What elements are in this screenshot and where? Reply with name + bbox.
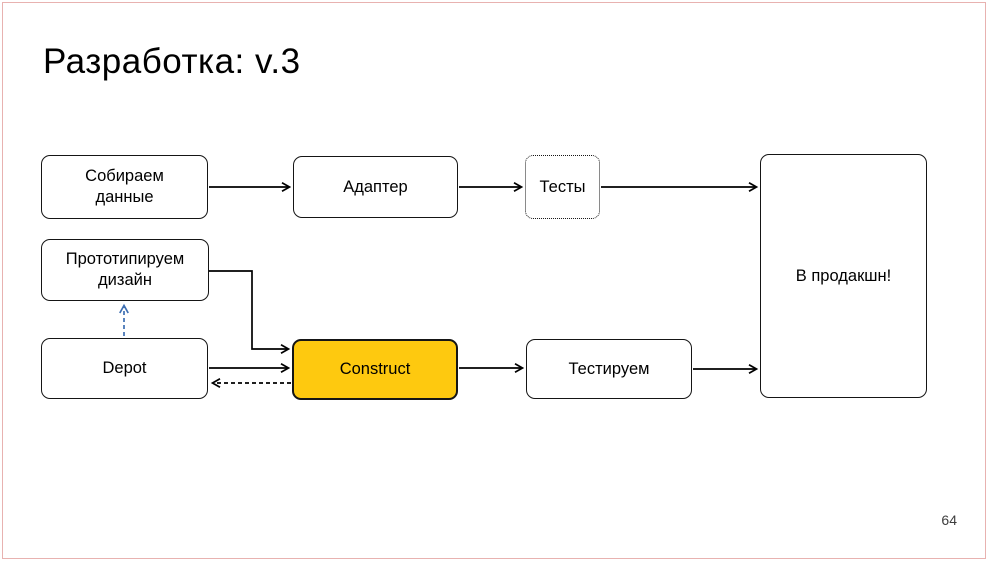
node-depot-label: Depot [102, 359, 147, 377]
node-adapter: Адаптер [293, 156, 458, 218]
node-prototype-design: Прототипируем дизайн [41, 239, 209, 301]
edge-prototype-to-construct [209, 270, 291, 354]
node-adapter-label: Адаптер [343, 177, 408, 196]
node-tests: Тесты [525, 155, 600, 219]
node-production: В продакшн! [760, 154, 927, 398]
node-construct: Construct [292, 339, 458, 400]
node-construct-label: Construct [339, 360, 411, 378]
node-testing: Тестируем [526, 339, 692, 399]
node-collect-data-label: Собираем данные [85, 167, 164, 206]
node-testing-label: Тестируем [568, 359, 650, 378]
node-production-label: В продакшн! [795, 266, 892, 285]
node-prototype-design-label: Прототипируем дизайн [65, 250, 185, 289]
node-collect-data: Собираем данные [41, 155, 208, 219]
page-number: 64 [941, 512, 957, 528]
slide-title: Разработка: v.3 [43, 42, 301, 81]
node-tests-label: Тесты [539, 177, 586, 196]
node-depot: Depot [41, 338, 208, 399]
